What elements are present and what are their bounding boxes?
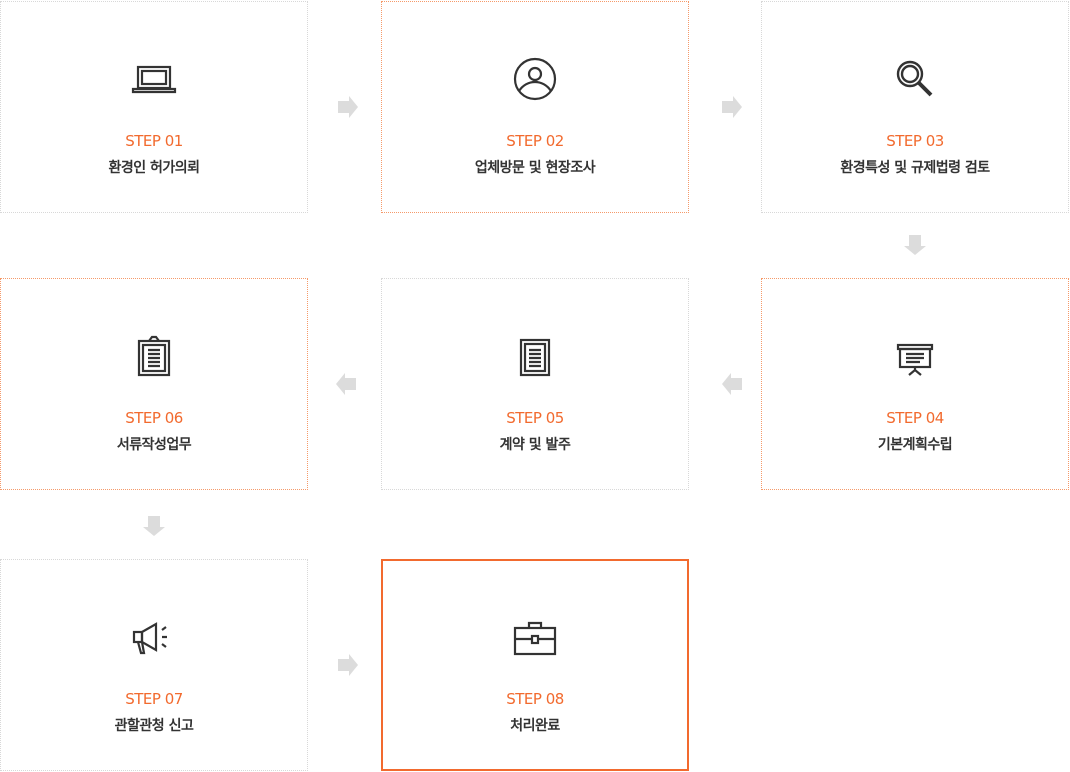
step-title: 처리완료: [510, 718, 560, 734]
step-label: STEP 01: [125, 132, 183, 150]
laptop-icon: [131, 65, 177, 94]
arrow-left-icon: [336, 373, 356, 395]
presentation-board-icon: [896, 343, 934, 376]
search-icon: [896, 60, 933, 97]
step-title: 환경인 허가의뢰: [108, 160, 200, 176]
step-02-card: STEP 02 업체방문 및 현장조사: [381, 1, 689, 213]
step-label: STEP 04: [886, 409, 944, 427]
arrow-right-icon: [338, 96, 358, 118]
arrow-down-icon: [143, 516, 165, 536]
briefcase-icon: [513, 621, 557, 656]
step-08-card: STEP 08 처리완료: [381, 559, 689, 771]
step-04-card: STEP 04 기본계획수립: [761, 278, 1069, 490]
step-title: 환경특성 및 규제법령 검토: [840, 160, 990, 176]
clipboard-icon: [137, 335, 171, 377]
step-title: 서류작성업무: [116, 437, 192, 453]
step-label: STEP 08: [506, 690, 564, 708]
step-label: STEP 06: [125, 409, 183, 427]
step-title: 기본계획수립: [877, 437, 953, 453]
step-title: 계약 및 발주: [499, 437, 571, 453]
arrow-down-icon: [904, 235, 926, 255]
step-label: STEP 02: [506, 132, 564, 150]
arrow-right-icon: [722, 96, 742, 118]
step-06-card: STEP 06 서류작성업무: [0, 278, 308, 490]
step-label: STEP 05: [506, 409, 564, 427]
step-title: 업체방문 및 현장조사: [474, 160, 596, 176]
user-icon: [513, 57, 557, 101]
step-03-card: STEP 03 환경특성 및 규제법령 검토: [761, 1, 1069, 213]
step-05-card: STEP 05 계약 및 발주: [381, 278, 689, 490]
arrow-right-icon: [338, 654, 358, 676]
step-01-card: STEP 01 환경인 허가의뢰: [0, 1, 308, 213]
megaphone-icon: [132, 622, 167, 655]
step-label: STEP 03: [886, 132, 944, 150]
step-07-card: STEP 07 관할관청 신고: [0, 559, 308, 771]
step-title: 관할관청 신고: [114, 718, 194, 734]
document-icon: [519, 338, 551, 377]
step-label: STEP 07: [125, 690, 183, 708]
arrow-left-icon: [722, 373, 742, 395]
